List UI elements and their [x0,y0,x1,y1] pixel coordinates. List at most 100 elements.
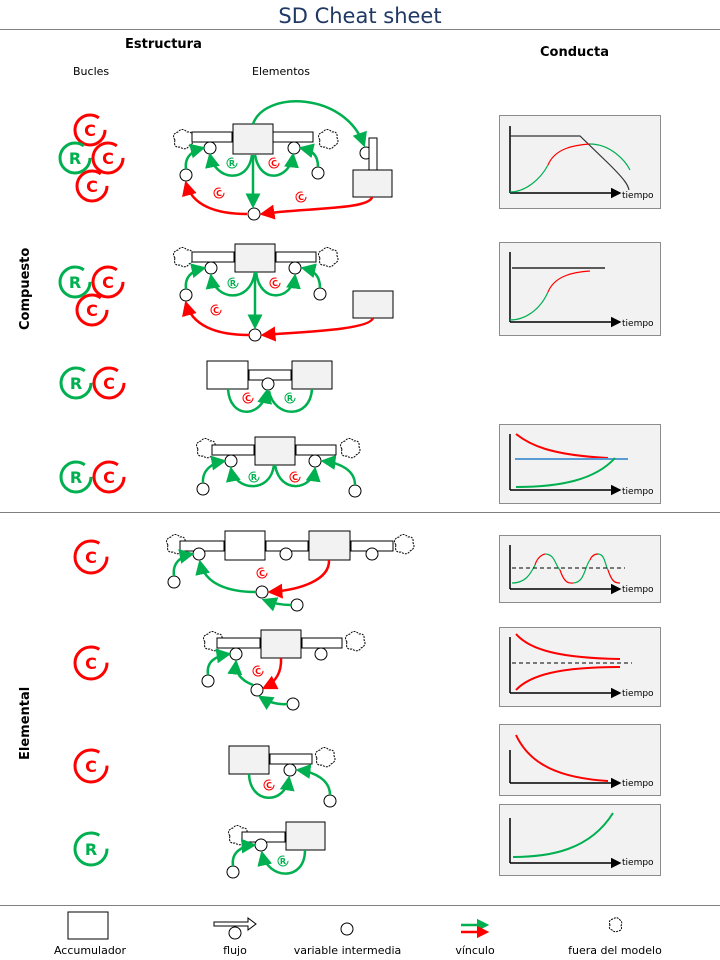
svg-text:C: C [259,569,265,578]
balancing-loop-icon: C [73,113,107,147]
loop-marker-c: C [210,304,222,316]
time-axis-label: tiempo [622,858,654,868]
svg-text:R: R [85,840,97,859]
balancing-loop-icon: C [75,293,109,327]
legend-label: flujo [223,944,247,957]
svg-text:R: R [229,159,235,168]
loop-marker-c: C [242,392,254,404]
behavior-chart-7 [499,804,661,876]
svg-text:C: C [255,667,261,676]
balancing-loop-icon: C [91,265,125,299]
svg-text:R: R [70,374,82,393]
time-axis-label: tiempo [622,689,654,699]
behavior-chart-6 [499,724,661,796]
loop-marker-c: C [269,277,281,289]
behavior-chart-2 [499,242,661,336]
flow-pipe-icon [213,917,257,940]
svg-text:C: C [292,473,298,482]
stock-box [234,243,276,273]
section-divider [0,512,720,513]
svg-text:C: C [85,757,97,776]
svg-text:C: C [266,781,272,790]
reinforcing-loop-icon: R [59,366,93,400]
balancing-loop-icon: C [73,748,109,784]
cloud-icon [608,917,623,933]
stock-box [206,360,249,390]
structure-diagram-row-2 [173,243,394,342]
stock-box [285,821,326,851]
svg-text:C: C [85,548,97,567]
stock-box [308,530,351,561]
loop-marker-r: R [226,157,238,169]
cloud-icon [315,747,336,768]
stock-box [352,290,394,319]
balancing-loop-icon: C [91,141,125,175]
loop-marker-c: C [289,471,301,483]
loop-marker-r: R [248,471,260,483]
time-axis-label: tiempo [622,191,654,201]
time-axis-label: tiempo [622,585,654,595]
cloud-icon [318,247,339,268]
stock-box-icon [67,911,109,940]
legend-label: Accumulador [53,944,127,957]
legend-divider [0,905,720,906]
svg-text:C: C [272,279,278,288]
svg-text:C: C [245,394,251,403]
structure-diagram-row-5 [166,530,415,612]
svg-text:R: R [69,149,81,168]
stock-box [291,360,333,390]
page-title: SD Cheat sheet [278,4,442,28]
loop-marker-r: R [284,392,296,404]
structure-heading: Estructura [125,37,202,52]
svg-text:C: C [103,374,115,393]
stock-box [260,629,302,659]
balancing-loop-icon: C [75,169,109,203]
reinforcing-loop-icon: R [58,265,92,299]
cloud-icon [345,631,366,652]
cloud-icon [318,129,339,150]
svg-text:C: C [85,654,97,673]
balancing-loop-icon: C [92,460,126,494]
balancing-loop-icon: C [73,645,109,681]
circle-icon [340,922,354,936]
time-axis-label: tiempo [622,487,654,497]
svg-text:C: C [103,468,115,487]
svg-text:C: C [102,273,114,292]
svg-text:C: C [102,149,114,168]
loops-heading: Bucles [73,65,110,78]
stock-box [224,530,266,561]
reinforcing-loop-icon: R [58,141,92,175]
stock-box [352,169,393,198]
reinforcing-loop-icon: R [73,831,109,867]
loop-marker-c: C [268,157,280,169]
loop-marker-c: C [295,191,307,203]
elements-heading: Elementos [252,65,311,78]
loop-marker-r: R [227,277,239,289]
svg-text:R: R [280,857,286,866]
link-arrows-icon [461,918,490,939]
title-divider [0,29,720,30]
loop-marker-c: C [213,187,225,199]
loop-marker-c: C [252,665,264,677]
balancing-loop-icon: C [92,366,126,400]
svg-text:C: C [298,193,304,202]
legend-label: fuera del modelo [568,944,662,957]
svg-text:C: C [86,301,98,320]
behavior-heading: Conducta [540,45,609,60]
loop-marker-c: C [256,567,268,579]
svg-text:C: C [84,121,96,140]
balancing-loop-icon: C [73,539,109,575]
loop-marker-c: C [263,779,275,791]
reinforcing-loop-icon: R [59,460,93,494]
svg-text:R: R [230,279,236,288]
loop-marker-r: R [277,855,289,867]
time-axis-label: tiempo [622,779,654,789]
cloud-icon [340,438,361,459]
svg-text:R: R [251,473,257,482]
svg-text:R: R [287,394,293,403]
structure-diagram-row-6 [201,629,366,711]
